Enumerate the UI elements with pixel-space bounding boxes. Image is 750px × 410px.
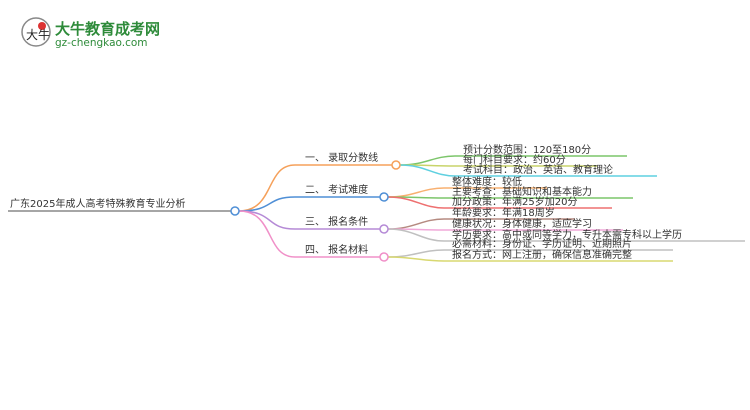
leaf-node: 加分政策：年满25岁加20分 <box>452 197 578 208</box>
branch-connector <box>238 210 380 230</box>
leaf-node: 主要考查：基础知识和基本能力 <box>452 187 592 198</box>
leaf-connector <box>387 256 673 262</box>
leaf-node: 学历要求：高中或同等学力，专升本需专科以上学历 <box>452 230 682 241</box>
leaf-node: 预计分数范围：120至180分 <box>463 145 592 156</box>
leaf-node: 年龄要求：年满18周岁 <box>452 208 555 219</box>
logo-icon: 大牛 <box>20 16 52 52</box>
branch-toggle[interactable] <box>391 160 401 170</box>
branch-connector <box>238 164 392 212</box>
branch-node: 二、 考试难度 <box>305 185 369 196</box>
brand-name: 大牛教育成考网 <box>55 20 161 38</box>
leaf-node: 考试科目：政治、英语、教育理论 <box>463 165 613 176</box>
svg-text:大牛: 大牛 <box>26 27 50 42</box>
branch-connector <box>238 196 380 212</box>
leaf-node: 每门科目要求：约60分 <box>463 155 566 166</box>
leaf-node: 必需材料：身份证、学历证明、近期照片 <box>452 239 632 250</box>
branch-connector <box>238 210 380 258</box>
branch-toggle[interactable] <box>379 192 389 202</box>
leaf-connector <box>387 196 612 209</box>
branch-toggle[interactable] <box>379 252 389 262</box>
leaf-node: 健康状况：身体健康，适应学习 <box>452 219 592 230</box>
brand-url: gz-chengkao.com <box>55 37 148 49</box>
root-node: 广东2025年成人高考特殊教育专业分析 <box>10 199 186 210</box>
branch-node: 一、 录取分数线 <box>305 153 379 164</box>
branch-toggle[interactable] <box>379 224 389 234</box>
branch-node: 四、 报名材料 <box>305 245 369 256</box>
leaf-node: 整体难度：较低 <box>452 177 522 188</box>
leaf-connector <box>387 228 745 242</box>
root-toggle[interactable] <box>230 206 240 216</box>
leaf-connector <box>399 164 657 177</box>
branch-node: 三、 报名条件 <box>305 217 369 228</box>
leaf-node: 报名方式：网上注册，确保信息准确完整 <box>452 250 632 261</box>
